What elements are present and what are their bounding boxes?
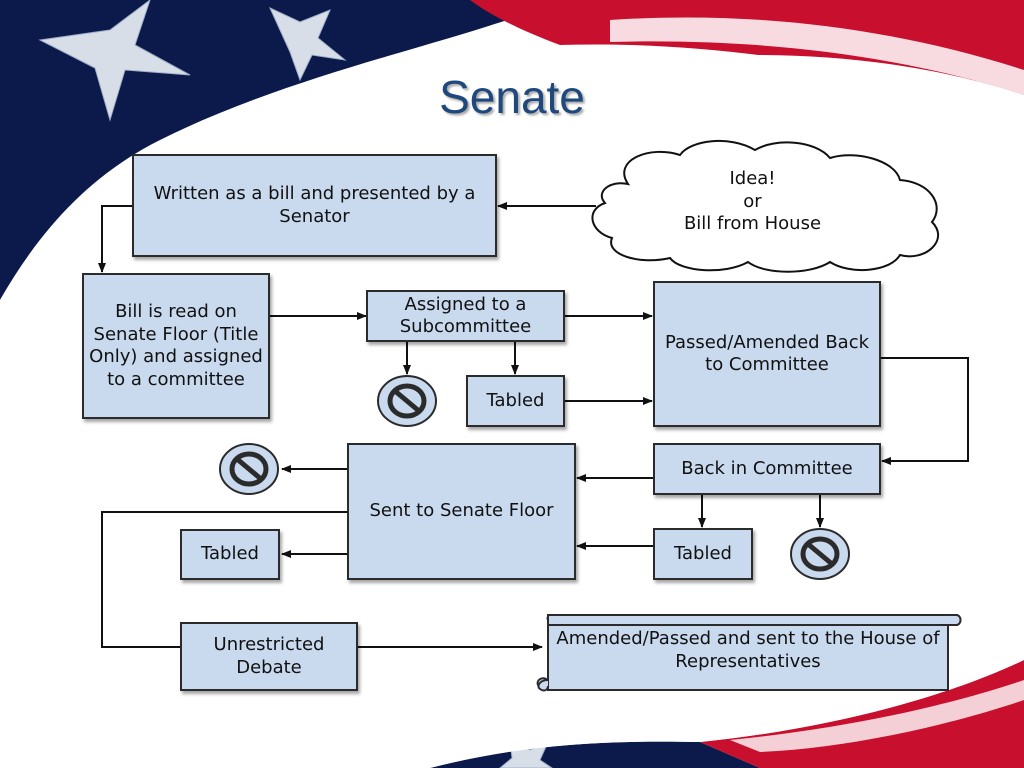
bill-read-box: Bill is read on Senate Floor (Title Only… [82, 273, 270, 419]
arrow-passed-to-committee [880, 357, 969, 465]
arrow-floor-to-debate [101, 511, 347, 648]
arrow-bill-to-read [98, 205, 133, 273]
idea-cloud-line-2: or [743, 190, 762, 212]
assigned-subcommittee-box: Assigned to a Subcommittee [366, 290, 565, 342]
tabled-subcommittee-box: Tabled [466, 375, 565, 427]
amended-passed-house-label: Amended/Passed and sent to the House of … [556, 628, 940, 672]
back-in-committee-label: Back in Committee [681, 457, 853, 479]
tabled-committee-label: Tabled [674, 542, 732, 564]
no-sign-icon [219, 443, 279, 495]
tabled-floor-label: Tabled [201, 543, 259, 565]
written-bill-box: Written as a bill and presented by a Sen… [132, 154, 497, 257]
sent-to-floor-box: Sent to Senate Floor [347, 443, 576, 580]
sent-to-floor-label: Sent to Senate Floor [369, 500, 554, 522]
back-in-committee-box: Back in Committee [653, 443, 881, 495]
bill-read-label: Bill is read on Senate Floor (Title Only… [89, 301, 263, 390]
no-sign-icon [790, 528, 850, 580]
unrestricted-debate-box: Unrestricted Debate [180, 622, 358, 691]
idea-cloud-line-1: Idea! [729, 168, 776, 189]
slide-title: Senate [439, 71, 585, 123]
idea-cloud-shape [591, 139, 939, 273]
written-bill-label: Written as a bill and presented by a Sen… [153, 183, 476, 227]
house-scroll-shape [536, 614, 962, 692]
idea-cloud-line-3: Bill from House [683, 213, 822, 234]
tabled-floor-box: Tabled [180, 529, 280, 580]
assigned-subcommittee-label: Assigned to a Subcommittee [399, 293, 532, 338]
passed-amended-label: Passed/Amended Back to Committee [664, 331, 870, 376]
unrestricted-debate-label: Unrestricted Debate [213, 634, 325, 678]
no-sign-icon [377, 375, 437, 427]
passed-amended-box: Passed/Amended Back to Committee [653, 281, 881, 427]
idea-cloud: Idea! or Bill from House [600, 168, 905, 236]
tabled-committee-box: Tabled [653, 528, 753, 580]
tabled-subcommittee-label: Tabled [486, 389, 545, 411]
